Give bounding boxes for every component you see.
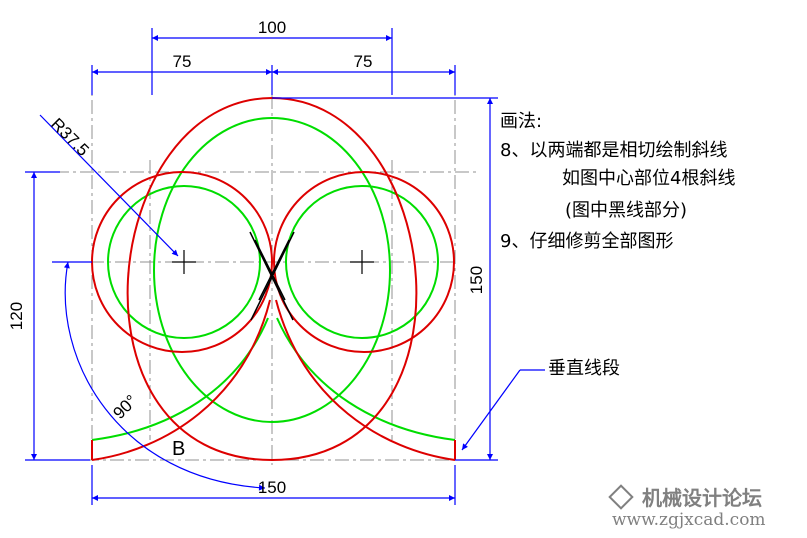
notes-step8-line1: 8、以两端都是相切绘制斜线 bbox=[500, 140, 728, 161]
center-lines bbox=[30, 75, 480, 465]
dim-right-height: 150 bbox=[467, 266, 486, 294]
dim-left-height: 120 bbox=[7, 302, 26, 330]
point-label-b: B bbox=[172, 438, 185, 460]
notes-step9: 9、仔细修剪全部图形 bbox=[500, 231, 674, 252]
notes-step8-line2: 如图中心部位4根斜线 bbox=[562, 168, 736, 189]
callout-vertical-segment: 垂直线段 bbox=[548, 358, 620, 379]
dim-top-left: 75 bbox=[173, 52, 192, 71]
dim-top-overall: 100 bbox=[258, 18, 286, 37]
watermark-title: 机械设计论坛 bbox=[642, 486, 762, 510]
dim-top-right: 75 bbox=[354, 52, 373, 71]
notes-step8-line3: (图中黑线部分) bbox=[565, 200, 688, 221]
watermark-url: www.zgjxcad.com bbox=[612, 510, 766, 530]
dimension-lines bbox=[25, 28, 545, 505]
dim-angle: 90° bbox=[109, 391, 141, 423]
dim-radius: R37.5 bbox=[47, 114, 93, 160]
dim-bottom-width: 150 bbox=[258, 478, 286, 497]
notes-title: 画法: bbox=[500, 111, 543, 132]
